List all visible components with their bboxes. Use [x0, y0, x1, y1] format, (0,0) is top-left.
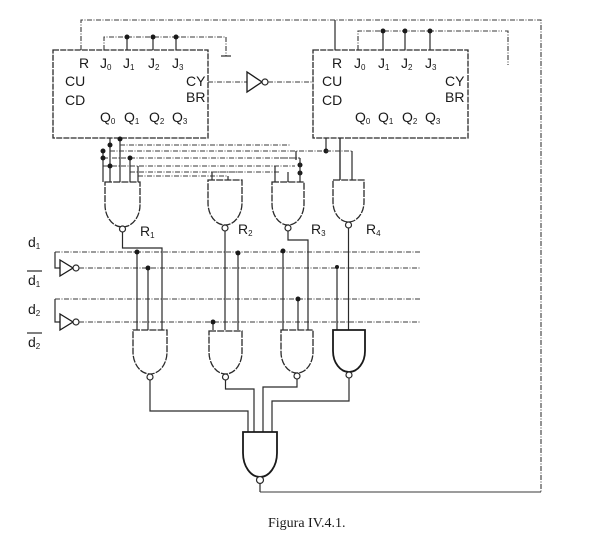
gate-bubble-icon [118, 225, 127, 233]
junction-dot [210, 319, 216, 325]
gate-r4-label: R4 [366, 221, 381, 238]
counter-right-pin-j2: J2 [401, 55, 413, 72]
counter-right-pin-r: R [332, 55, 342, 71]
junction-dot [107, 142, 113, 148]
counter-right-box [312, 49, 469, 139]
inverter-icon [59, 258, 75, 278]
carry-inverter [208, 70, 313, 94]
counter-left-pin-j1: J1 [123, 55, 135, 72]
counter-right: R J0 J1 J2 J3 CU CD CY BR Q0 Q1 Q2 Q3 [312, 49, 469, 139]
counter-left-pin-j2: J2 [148, 55, 160, 72]
counter-left-pin-q1: Q1 [124, 109, 140, 126]
gate-r1-label: R1 [140, 223, 155, 240]
junction-dot [427, 28, 433, 34]
inverter-icon [59, 312, 75, 332]
nand-gate-icon [207, 179, 243, 226]
gate-bubble-icon [284, 224, 292, 232]
counter-left-pin-br: BR [186, 89, 205, 105]
counter-left: R J0 J1 J2 J3 CU CD CY BR Q0 Q1 Q2 Q3 [52, 49, 209, 139]
final-gate [242, 431, 541, 493]
nand-gate-icon [104, 181, 141, 228]
inverter-bubble-icon [72, 318, 80, 326]
inverter-icon [246, 70, 264, 94]
counter-right-pin-j0: J0 [354, 55, 366, 72]
nand-gate-icon [132, 329, 168, 375]
inverter-bubble-icon [261, 78, 269, 86]
counter-right-pin-cu: CU [322, 73, 342, 89]
junction-dot [100, 148, 106, 154]
gate-r2-label: R2 [238, 221, 253, 238]
reset-feedback-wire [80, 19, 542, 493]
gate-bubble-icon [146, 373, 154, 381]
counter-left-pin-cu: CU [65, 73, 85, 89]
second-level-gates [132, 329, 366, 381]
gate-bubble-icon [255, 475, 265, 485]
counter-left-box [52, 49, 209, 139]
gate-r1: R1 [104, 181, 155, 240]
top-feedback-wires [80, 19, 542, 493]
counter-right-pin-cd: CD [322, 92, 342, 108]
right-j-stub-wire [505, 30, 509, 65]
junction-dot [134, 249, 140, 255]
counter-left-pin-j3: J3 [172, 55, 184, 72]
junction-dot [107, 163, 113, 169]
nand-gate-icon [332, 179, 365, 223]
junction-dot [117, 136, 123, 142]
nand-gate-icon [280, 329, 314, 374]
right-j-bus-wire [357, 30, 502, 50]
junction-dot [127, 155, 133, 161]
nand-gate-icon [271, 181, 305, 226]
junction-dot [380, 28, 386, 34]
decoder-gates: R1 R2 R3 R4 [104, 179, 381, 240]
counter-left-pin-cd: CD [65, 92, 85, 108]
counter-left-pin-j0: J0 [100, 55, 112, 72]
nand-gate-icon [242, 431, 278, 478]
junction-dot [295, 296, 301, 302]
decoder-bus-wires [100, 136, 356, 183]
counter-right-pin-j1: J1 [378, 55, 390, 72]
inverter-bubble-icon [72, 264, 80, 272]
second-level-wires [121, 228, 350, 330]
junction-dot [335, 265, 339, 269]
junction-dot [124, 34, 130, 40]
gate-bubble-icon [345, 371, 353, 379]
nand-gate-icon [332, 329, 366, 373]
counter-left-pin-q3: Q3 [172, 109, 188, 126]
gate-r3: R3 [271, 181, 326, 238]
final-wires [149, 378, 350, 432]
data-label-d2: d2 [28, 301, 41, 318]
gate-bubble-icon [221, 224, 229, 232]
left-j-bus-wire [103, 36, 227, 56]
junction-dot [402, 28, 408, 34]
data-label-d1: d1 [28, 234, 41, 251]
gate-bubble-icon [344, 221, 353, 229]
junction-dot [280, 248, 286, 254]
counter-right-pin-cy: CY [445, 73, 465, 89]
counter-left-pin-cy: CY [186, 73, 206, 89]
gate-r2: R2 [207, 179, 253, 238]
junction-dot [150, 34, 156, 40]
junction-dot [145, 265, 151, 271]
figure-caption: Figura IV.4.1. [268, 516, 346, 531]
data-label-d2-neg: d2 [28, 334, 41, 351]
junction-dot [173, 34, 179, 40]
counter-left-pin-q0: Q0 [100, 109, 116, 126]
counter-right-pin-j3: J3 [425, 55, 437, 72]
gate-bubble-icon [293, 372, 301, 380]
counter-left-pin-r: R [79, 55, 89, 71]
counter-right-pin-q0: Q0 [355, 109, 371, 126]
junction-dot [235, 250, 241, 256]
counter-right-pin-q2: Q2 [402, 109, 418, 126]
counter-right-pin-br: BR [445, 89, 464, 105]
counter-right-pin-q1: Q1 [378, 109, 394, 126]
gate-r3-label: R3 [311, 221, 326, 238]
gate-bubble-icon [221, 373, 230, 381]
nand-gate-icon [208, 330, 243, 375]
counter-right-pin-q3: Q3 [425, 109, 441, 126]
data-label-d1-neg: d1 [28, 272, 41, 289]
counter-left-pin-q2: Q2 [149, 109, 165, 126]
gate-r4: R4 [332, 179, 381, 238]
junction-dot [100, 155, 106, 161]
